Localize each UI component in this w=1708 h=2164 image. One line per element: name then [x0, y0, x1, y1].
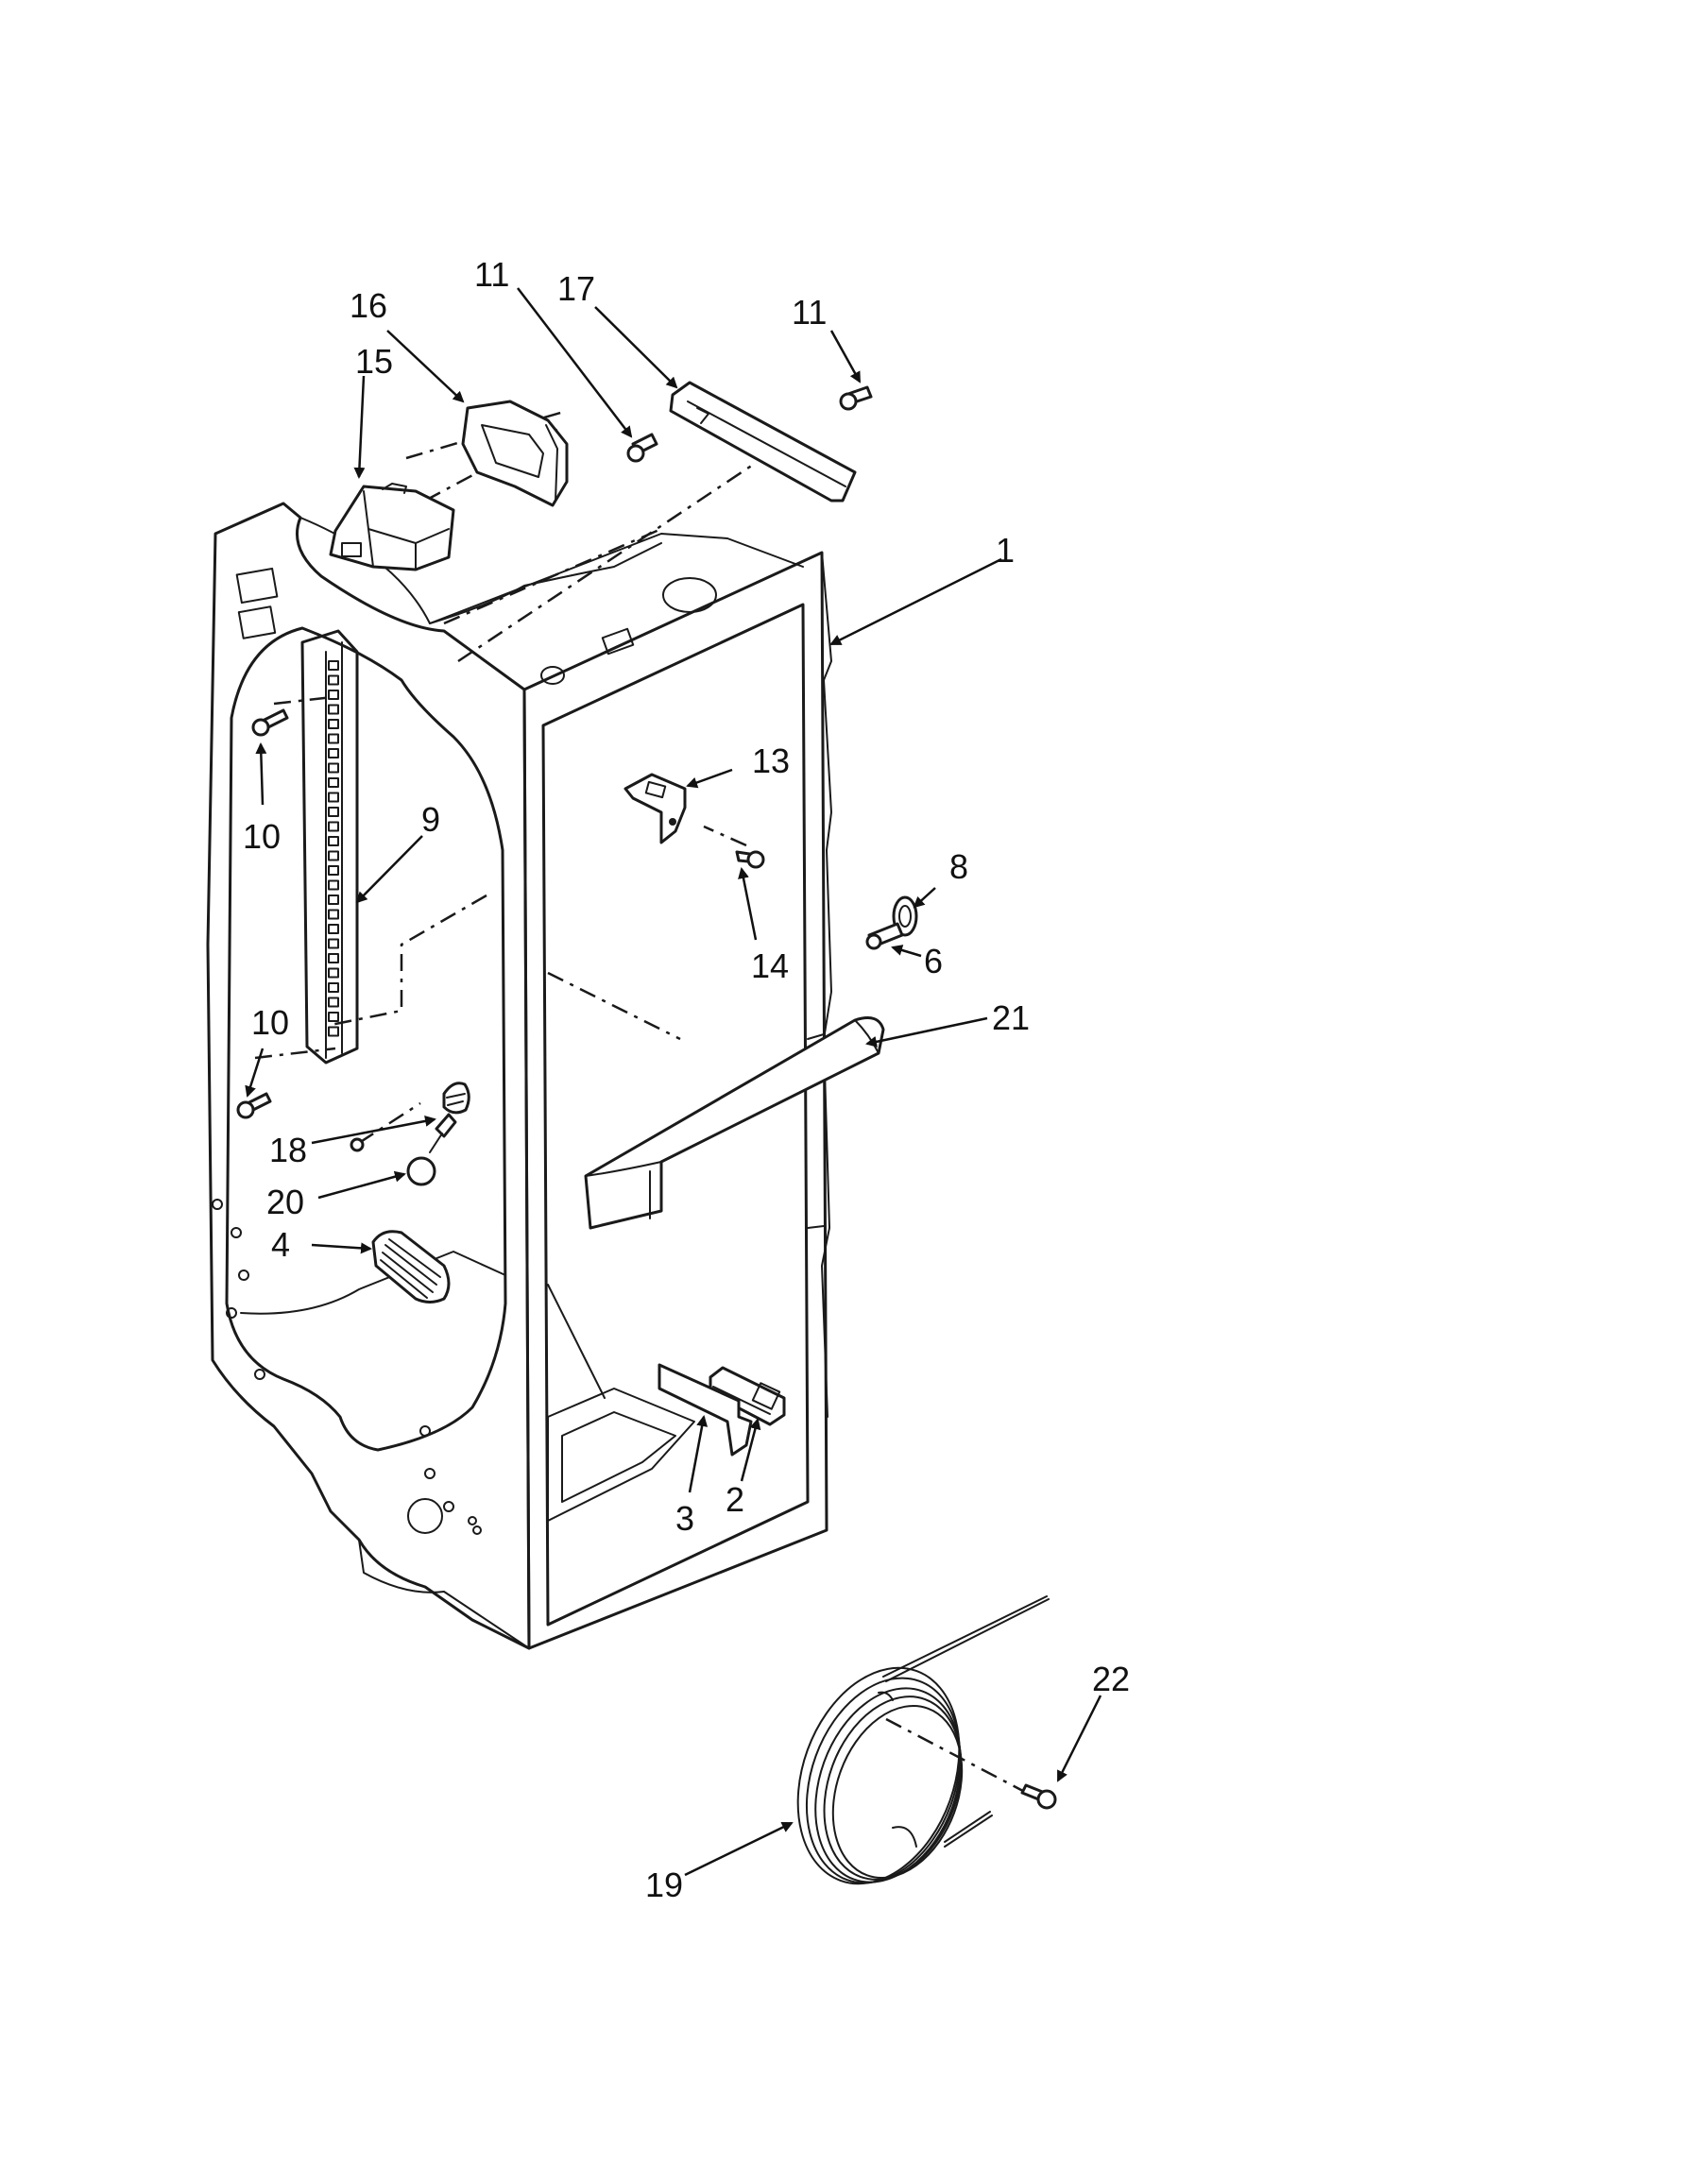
ladder-slot	[328, 938, 339, 949]
callout-21: 21	[992, 998, 1030, 1037]
leader-lines	[245, 287, 1102, 1877]
ladder-slot	[328, 733, 339, 744]
channel-cover	[584, 1016, 885, 1230]
assembly-lines	[254, 409, 1040, 1801]
callout-4: 4	[271, 1225, 290, 1264]
ladder-slot	[328, 762, 339, 774]
ladder-slot	[328, 865, 339, 876]
ladder-slot	[328, 1012, 339, 1022]
callout-20: 20	[266, 1183, 304, 1221]
screw-11-center	[626, 433, 658, 463]
ladder-slots	[328, 660, 339, 1037]
light-socket	[350, 1082, 470, 1152]
control-bracket	[461, 400, 569, 507]
ladder-slot	[328, 660, 339, 671]
ladder-slot	[328, 748, 339, 758]
ladder-slot	[328, 1026, 339, 1037]
light-bulb	[406, 1113, 457, 1186]
ladder-slot	[328, 807, 339, 817]
bracket-13	[623, 773, 687, 844]
ladder-slot	[328, 850, 339, 861]
callout-19: 19	[645, 1866, 683, 1904]
ladder-slot	[328, 792, 339, 803]
bracket-3	[658, 1363, 753, 1457]
ladder-slot	[328, 674, 339, 686]
door-glide	[865, 895, 918, 950]
callout-18: 18	[269, 1131, 307, 1169]
screw-11-right	[839, 385, 873, 411]
control-housing	[329, 483, 455, 571]
ladder-slot	[328, 821, 339, 832]
callout-10-upper: 10	[243, 817, 281, 856]
ladder-slot	[328, 690, 339, 700]
screw-14	[735, 850, 765, 869]
ladder-slot	[328, 924, 339, 934]
callout-9: 9	[421, 800, 440, 839]
callout-11-center: 11	[474, 255, 509, 294]
callout-1: 1	[996, 531, 1015, 570]
vent-grille	[371, 1230, 451, 1304]
callout-labels: 1 2 3 4 6 8 9 10 10 11 11 13 14 15 16 17…	[243, 255, 1130, 1904]
ladder-slot	[328, 895, 339, 905]
callout-14: 14	[751, 946, 789, 985]
water-tube-coil	[796, 1595, 1050, 1885]
screw-10-upper	[251, 708, 289, 737]
callout-6: 6	[924, 942, 943, 980]
screw-22	[1020, 1783, 1057, 1810]
callout-16: 16	[350, 286, 387, 325]
callout-10-lower: 10	[251, 1003, 289, 1042]
callout-3: 3	[675, 1499, 694, 1538]
ladder-slot	[328, 719, 339, 729]
callout-11-right: 11	[792, 293, 827, 332]
ladder-slot	[328, 953, 339, 963]
screw-10-lower	[236, 1092, 272, 1119]
shelf-ladder	[300, 629, 359, 1065]
ladder-slot	[328, 704, 339, 715]
ladder-slot	[328, 836, 339, 846]
ladder-slot	[328, 967, 339, 979]
callout-15: 15	[355, 342, 393, 381]
callout-2: 2	[726, 1480, 744, 1519]
ladder-slot	[328, 997, 339, 1008]
callout-8: 8	[949, 847, 968, 886]
ladder-slot	[328, 909, 339, 920]
screws	[236, 385, 1057, 1810]
ladder-slot	[328, 982, 339, 993]
top-rail	[669, 381, 857, 503]
callout-22: 22	[1092, 1660, 1130, 1698]
ladder-slot	[328, 879, 339, 891]
cabinet-liner	[206, 502, 832, 1650]
callout-17: 17	[557, 269, 595, 308]
callout-13: 13	[752, 741, 790, 780]
ladder-slot	[328, 777, 339, 788]
